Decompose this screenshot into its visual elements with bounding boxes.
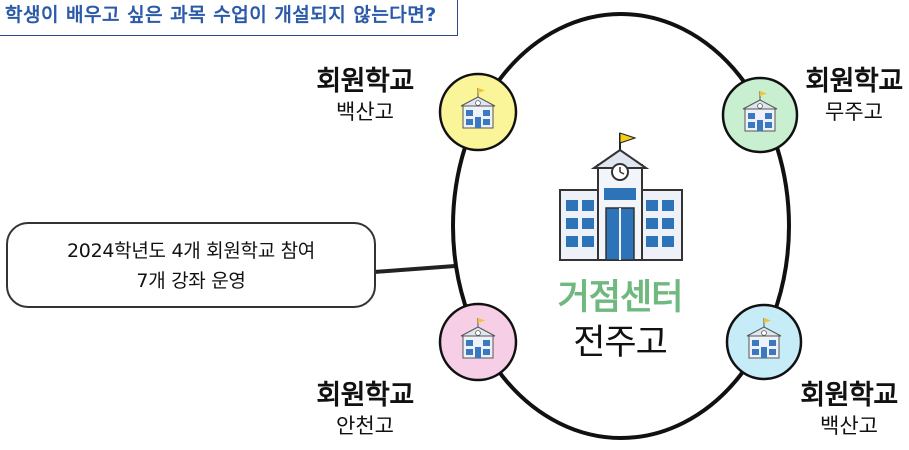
- callout-line-2: 7개 강좌 운영: [136, 270, 246, 292]
- summary-callout: 2024학년도 4개 회원학교 참여 7개 강좌 운영: [6, 222, 376, 308]
- question-banner: 학생이 배우고 싶은 과목 수업이 개설되지 않는다면?: [0, 0, 458, 36]
- hub-center-title: 거점센터: [557, 278, 684, 318]
- member-title: 회원학교: [800, 380, 898, 411]
- flag-icon: [619, 132, 637, 144]
- member-name: 무주고: [825, 100, 883, 124]
- hub-center-school: 전주고: [573, 323, 668, 363]
- member-title: 회원학교: [805, 66, 903, 97]
- member-name: 백산고: [336, 100, 394, 124]
- member-name: 안천고: [336, 414, 394, 438]
- central-school-icon: [559, 132, 683, 261]
- member-school-label-1: 회원학교 백산고: [292, 66, 438, 126]
- callout-line-1: 2024학년도 4개 회원학교 참여: [67, 240, 315, 262]
- member-title: 회원학교: [316, 66, 414, 97]
- member-name: 백산고: [820, 414, 878, 438]
- question-text: 학생이 배우고 싶은 과목 수업이 개설되지 않는다면?: [5, 4, 437, 26]
- member-school-label-4: 회원학교 백산고: [789, 380, 909, 440]
- member-school-label-2: 회원학교 무주고: [794, 66, 909, 126]
- member-title: 회원학교: [316, 380, 414, 411]
- connector-line: [373, 264, 456, 274]
- member-school-label-3: 회원학교 안천고: [292, 380, 438, 440]
